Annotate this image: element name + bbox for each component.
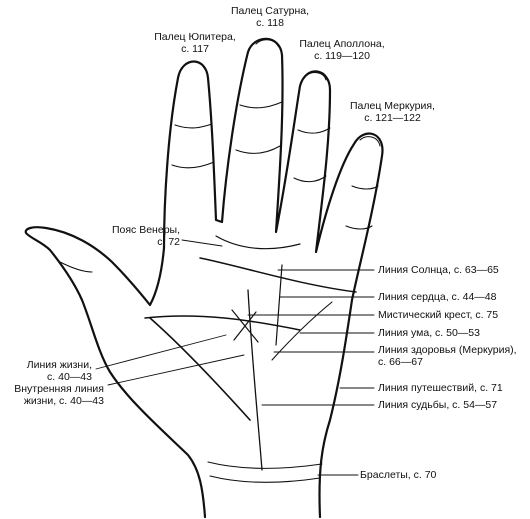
hand-outline bbox=[26, 39, 383, 517]
label-inner-life-page: жизни, с. 40—43 bbox=[0, 395, 104, 407]
label-heart-line: Линия сердца, с. 44—48 bbox=[378, 291, 496, 303]
heart-line bbox=[200, 258, 356, 292]
label-jupiter-finger: Палец Юпитера, с. 117 bbox=[130, 31, 260, 55]
label-jupiter-title: Палец Юпитера, bbox=[130, 31, 260, 43]
label-venus-belt-title: Пояс Венеры, bbox=[60, 224, 180, 236]
label-apollo-page: с. 119—120 bbox=[282, 50, 402, 62]
label-fate-line: Линия судьбы, с. 54—57 bbox=[378, 399, 497, 411]
label-sun-line: Линия Солнца, с. 63—65 bbox=[378, 264, 499, 276]
label-mystic-cross: Мистический крест, с. 75 bbox=[378, 309, 498, 321]
label-mercury-page: с. 121—122 bbox=[330, 112, 455, 124]
health-line bbox=[272, 302, 332, 360]
label-apollo-finger: Палец Аполлона, с. 119—120 bbox=[282, 38, 402, 62]
label-bracelets: Браслеты, с. 70 bbox=[360, 469, 436, 481]
label-venus-belt: Пояс Венеры, с. 72 bbox=[60, 224, 180, 248]
label-health-line: Линия здоровья (Меркурия), с. 66—67 bbox=[378, 344, 517, 368]
label-jupiter-page: с. 117 bbox=[130, 43, 260, 55]
label-saturn-finger: Палец Сатурна, с. 118 bbox=[200, 5, 340, 29]
label-mercury-finger: Палец Меркурия, с. 121—122 bbox=[330, 100, 455, 124]
bracelet-2 bbox=[210, 476, 320, 482]
label-saturn-title: Палец Сатурна, bbox=[200, 5, 340, 17]
venus-belt bbox=[216, 236, 300, 249]
label-health-title: Линия здоровья (Меркурия), bbox=[378, 344, 517, 356]
label-life-line: Линия жизни, с. 40—43 bbox=[0, 359, 92, 383]
label-travel-line: Линия путешествий, с. 71 bbox=[378, 382, 503, 394]
fate-line bbox=[248, 290, 262, 470]
label-apollo-title: Палец Аполлона, bbox=[282, 38, 402, 50]
label-inner-life-line: Внутренняя линия жизни, с. 40—43 bbox=[0, 383, 104, 407]
label-venus-belt-page: с. 72 bbox=[60, 236, 180, 248]
label-head-line: Линия ума, с. 50—53 bbox=[378, 327, 480, 339]
label-life-title: Линия жизни, bbox=[0, 359, 92, 371]
label-mercury-title: Палец Меркурия, bbox=[330, 100, 455, 112]
bracelet-1 bbox=[208, 462, 322, 468]
label-inner-life-title: Внутренняя линия bbox=[0, 383, 104, 395]
label-health-page: с. 66—67 bbox=[378, 356, 517, 368]
label-life-page: с. 40—43 bbox=[0, 371, 92, 383]
life-line bbox=[150, 318, 250, 420]
label-saturn-page: с. 118 bbox=[200, 17, 340, 29]
